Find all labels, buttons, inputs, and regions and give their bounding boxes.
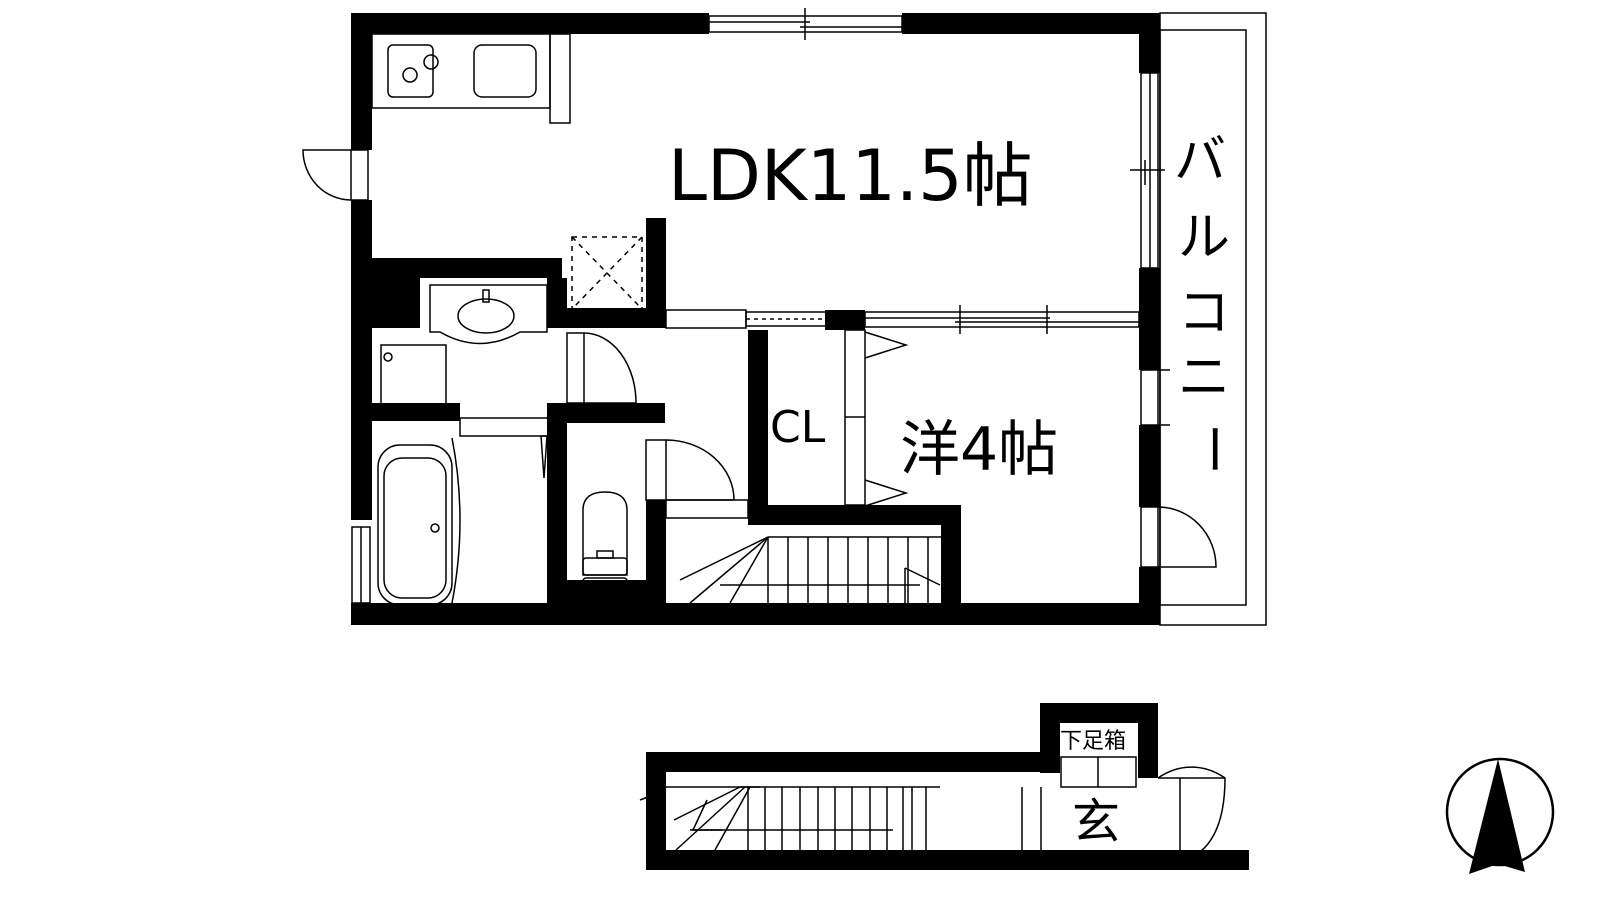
upper-floor-walls — [351, 13, 1160, 625]
entrance-label: 玄 — [1072, 794, 1120, 850]
lower-floor-walls — [646, 703, 1249, 870]
lower-floor-details — [639, 756, 1226, 863]
balcony-label: バ ル コ ニ ー — [1174, 131, 1242, 475]
north-arrow-icon — [1445, 757, 1555, 874]
svg-text:ー: ー — [1182, 423, 1242, 475]
upper-floor-details — [302, 8, 1267, 626]
svg-text:バ: バ — [1174, 131, 1226, 191]
svg-text:ニ: ニ — [1178, 348, 1230, 408]
closet-label: CL — [770, 402, 826, 453]
svg-text:コ: コ — [1178, 283, 1230, 343]
ldk-label: LDK11.5帖 — [668, 135, 1033, 217]
svg-text:ル: ル — [1178, 208, 1230, 268]
western-room-label: 洋4帖 — [900, 415, 1058, 485]
shoe-cabinet-label: 下足箱 — [1060, 729, 1126, 754]
